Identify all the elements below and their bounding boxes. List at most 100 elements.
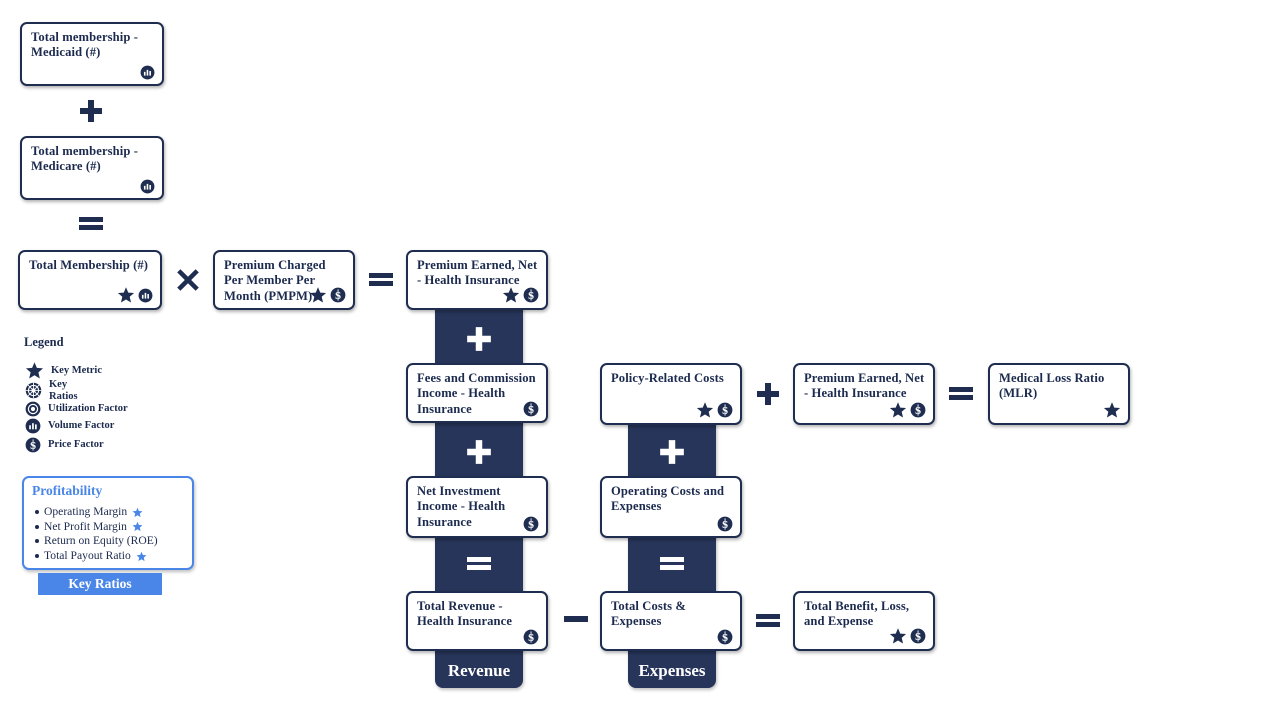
- profitability-list: Operating Margin Net Profit Margin Retur…: [32, 505, 188, 563]
- legend-item-label: Volume Factor: [48, 420, 115, 432]
- box-icons: S: [696, 401, 733, 419]
- key-metric-icon: [889, 401, 907, 419]
- key-metric-icon: [889, 627, 907, 645]
- box-icons: [117, 286, 153, 304]
- key-metric-icon: [136, 551, 147, 562]
- bullet-icon: [35, 539, 39, 544]
- box-operating-costs-expenses[interactable]: Operating Costs and Expenses S: [600, 476, 742, 538]
- price-factor-icon: S: [910, 628, 926, 644]
- key-metric-icon: [696, 401, 714, 419]
- box-icons: S: [717, 516, 733, 532]
- box-policy-related-costs[interactable]: Policy-Related Costs S: [600, 363, 742, 425]
- box-net-investment-income[interactable]: Net Investment Income - Health Insurance…: [406, 476, 548, 538]
- operator-plus-membership: [78, 98, 104, 124]
- box-label: Medical Loss Ratio (MLR): [999, 371, 1105, 401]
- bullet-icon: [35, 510, 39, 515]
- box-label: Operating Costs and Expenses: [611, 484, 725, 514]
- operator-equals-bottom: [755, 611, 781, 631]
- operator-equals-revenue: [464, 554, 494, 579]
- box-icons: S: [309, 286, 346, 304]
- box-total-benefit-loss-expense[interactable]: Total Benefit, Loss, and Expense S: [793, 591, 935, 651]
- legend-item-key-ratios: Key Ratios: [25, 379, 78, 402]
- price-factor-icon: S: [523, 516, 539, 532]
- key-ratios-banner-label: Key Ratios: [68, 576, 132, 591]
- box-label: Premium Earned, Net - Health Insurance: [417, 258, 538, 288]
- bullet-icon: [35, 524, 39, 529]
- box-label: Net Investment Income - Health Insurance: [417, 484, 506, 529]
- operator-equals-mlr: [948, 384, 974, 404]
- list-item-label: Total Payout Ratio: [44, 548, 131, 562]
- box-icons: [1103, 401, 1121, 419]
- box-label: Total Benefit, Loss, and Expense: [804, 599, 910, 629]
- box-label: Premium Earned, Net - Health Insurance: [804, 371, 925, 401]
- box-label: Total membership - Medicaid (#): [31, 30, 138, 60]
- box-total-membership[interactable]: Total Membership (#): [18, 250, 162, 310]
- box-premium-charged-pmpm[interactable]: Premium Charged Per Member Per Month (PM…: [213, 250, 355, 310]
- box-total-membership-medicaid[interactable]: Total membership - Medicaid (#): [20, 22, 164, 86]
- operator-plus-revenue-1: [465, 325, 493, 358]
- key-ratios-banner: Key Ratios: [38, 573, 162, 595]
- box-total-revenue[interactable]: Total Revenue - Health Insurance S: [406, 591, 548, 651]
- price-factor-icon: S: [25, 437, 41, 453]
- key-metric-icon: [309, 286, 327, 304]
- list-item[interactable]: Net Profit Margin: [32, 520, 188, 535]
- list-item-label: Net Profit Margin: [44, 519, 127, 533]
- box-fees-commission-income[interactable]: Fees and Commission Income - Health Insu…: [406, 363, 548, 423]
- box-label: Total membership - Medicare (#): [31, 144, 138, 174]
- operator-plus-expenses-1: [658, 438, 686, 471]
- box-icons: S: [717, 629, 733, 645]
- legend-item-label: Key Ratios: [49, 379, 78, 402]
- key-metric-icon: [502, 286, 520, 304]
- list-item[interactable]: Total Payout Ratio: [32, 549, 188, 564]
- price-factor-icon: S: [523, 287, 539, 303]
- box-icons: [140, 179, 155, 194]
- legend-item-label: Price Factor: [48, 439, 104, 451]
- legend-item-price-factor: S Price Factor: [25, 437, 104, 453]
- price-factor-icon: S: [717, 516, 733, 532]
- box-premium-earned-net[interactable]: Premium Earned, Net - Health Insurance S: [406, 250, 548, 310]
- box-premium-earned-net-mlr[interactable]: Premium Earned, Net - Health Insurance S: [793, 363, 935, 425]
- list-item[interactable]: Operating Margin: [32, 505, 188, 520]
- profitability-card[interactable]: Profitability Operating Margin Net Profi…: [22, 476, 194, 570]
- box-medical-loss-ratio[interactable]: Medical Loss Ratio (MLR): [988, 363, 1130, 425]
- operator-multiply: [176, 268, 200, 292]
- box-icons: S: [523, 629, 539, 645]
- volume-factor-icon: [138, 288, 153, 303]
- operator-divide-mlr: [755, 381, 781, 407]
- key-metric-icon: [1103, 401, 1121, 419]
- operator-equals-premium: [368, 270, 394, 290]
- box-label: Total Costs & Expenses: [611, 599, 687, 629]
- legend-item-volume-factor: Volume Factor: [25, 418, 114, 434]
- list-item-label: Operating Margin: [44, 505, 128, 518]
- list-item[interactable]: Return on Equity (ROE): [32, 534, 188, 549]
- box-label: Total Membership (#): [29, 258, 149, 272]
- key-metric-icon: [132, 507, 143, 518]
- expenses-band-label: Expenses: [638, 661, 706, 680]
- legend-item-label: Key Metric: [51, 364, 103, 376]
- box-icons: S: [889, 401, 926, 419]
- legend-title: Legend: [24, 335, 64, 349]
- price-factor-icon: S: [523, 401, 539, 417]
- price-factor-icon: S: [523, 629, 539, 645]
- box-label: Total Revenue - Health Insurance: [417, 599, 513, 629]
- box-total-costs-expenses[interactable]: Total Costs & Expenses S: [600, 591, 742, 651]
- legend-item-utilization-factor: Utilization Factor: [25, 401, 128, 417]
- list-item-label: Return on Equity (ROE): [44, 534, 158, 548]
- box-label: Policy-Related Costs: [611, 371, 724, 385]
- utilization-factor-icon: [25, 401, 41, 417]
- volume-factor-icon: [140, 179, 155, 194]
- box-icons: S: [523, 516, 539, 532]
- key-metric-icon: [132, 521, 143, 532]
- box-label: Premium Charged Per Member Per Month (PM…: [224, 258, 326, 303]
- bullet-icon: [35, 554, 39, 559]
- box-icons: [140, 65, 155, 80]
- box-icons: S: [502, 286, 539, 304]
- box-label: Fees and Commission Income - Health Insu…: [417, 371, 536, 416]
- key-metric-icon: [117, 286, 135, 304]
- box-total-membership-medicare[interactable]: Total membership - Medicare (#): [20, 136, 164, 200]
- box-icons: S: [889, 627, 926, 645]
- price-factor-icon: S: [717, 629, 733, 645]
- operator-equals-expenses: [657, 554, 687, 579]
- profitability-title: Profitability: [32, 483, 103, 498]
